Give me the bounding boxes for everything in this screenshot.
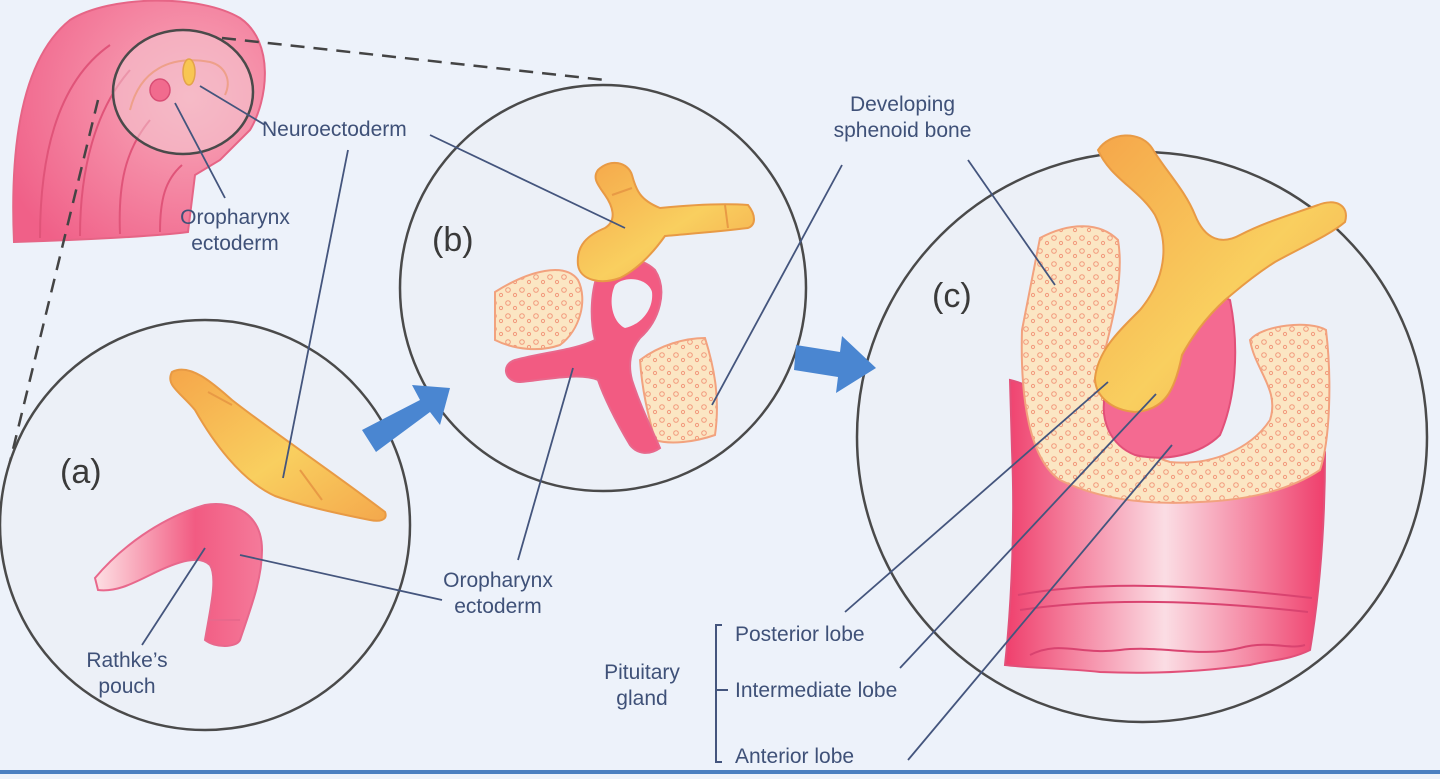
a-neuroectoderm-shape [169,368,387,522]
c-sphenoid-bone [1020,225,1331,504]
panel-label-c: (c) [932,277,972,315]
b-bone-right [638,336,718,444]
panel-label-b: (b) [432,221,474,259]
embryo-oropharynx-spot [149,78,171,102]
a-rathkes-pouch-shape [93,503,264,647]
label-posterior-lobe: Posterior lobe [735,623,865,646]
label-anterior-lobe: Anterior lobe [735,745,855,768]
leader-lines [141,85,1173,761]
embryo-neuroectoderm-spot [182,58,196,86]
magnify-circle-embryo [111,28,255,156]
pituitary-bracket [715,624,728,763]
bottom-border [0,770,1440,774]
zoom-lines [6,36,606,471]
c-posterior-lobe-stalk [1093,134,1347,414]
label-neuroectoderm: Neuroectoderm [262,118,407,141]
progress-arrow-icon [794,336,876,393]
progress-arrow-icon [362,385,450,452]
b-bone-left [494,269,584,351]
label-intermediate-lobe: Intermediate lobe [735,679,898,702]
panel-label-a: (a) [60,453,102,491]
